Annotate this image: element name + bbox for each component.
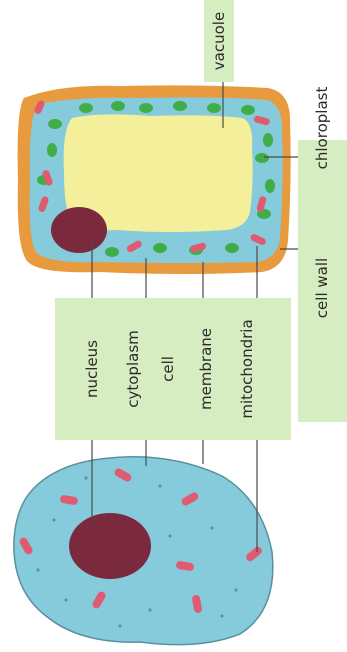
- granule: [158, 484, 161, 487]
- chloroplast: [207, 103, 221, 113]
- granule: [118, 624, 121, 627]
- chloroplast: [139, 103, 153, 113]
- chloroplast: [263, 133, 273, 147]
- granule: [52, 518, 55, 521]
- animal-nucleus: [69, 513, 151, 579]
- chloroplast: [47, 143, 57, 157]
- granule: [234, 588, 237, 591]
- mitochondria-label: mitochondria: [238, 319, 256, 418]
- chloroplast: [225, 243, 239, 253]
- chloroplast: [241, 105, 255, 115]
- chloroplast: [111, 101, 125, 111]
- cell-wall-label: cell wall: [313, 258, 331, 318]
- granule: [220, 614, 223, 617]
- granule: [148, 608, 151, 611]
- membrane-label: membrane: [197, 328, 215, 410]
- chloroplast: [265, 179, 275, 193]
- chloroplast: [79, 103, 93, 113]
- chloroplast: [173, 101, 187, 111]
- chloroplast: [48, 119, 62, 129]
- granule: [84, 476, 87, 479]
- plant-cell: [18, 85, 291, 274]
- granule: [36, 568, 39, 571]
- granule: [210, 526, 213, 529]
- animal-cell: [14, 457, 273, 645]
- chloroplast: [153, 243, 167, 253]
- granule: [168, 534, 171, 537]
- nucleus-label: nucleus: [83, 340, 101, 398]
- cell-label: cell: [159, 356, 177, 382]
- granule: [64, 598, 67, 601]
- vacuole-label: vacuole: [210, 12, 228, 70]
- chloroplast-label: chloroplast: [313, 87, 331, 170]
- chloroplast: [105, 247, 119, 257]
- chloroplast: [255, 153, 269, 163]
- plant-nucleus: [51, 207, 107, 253]
- cytoplasm-label: cytoplasm: [124, 330, 142, 408]
